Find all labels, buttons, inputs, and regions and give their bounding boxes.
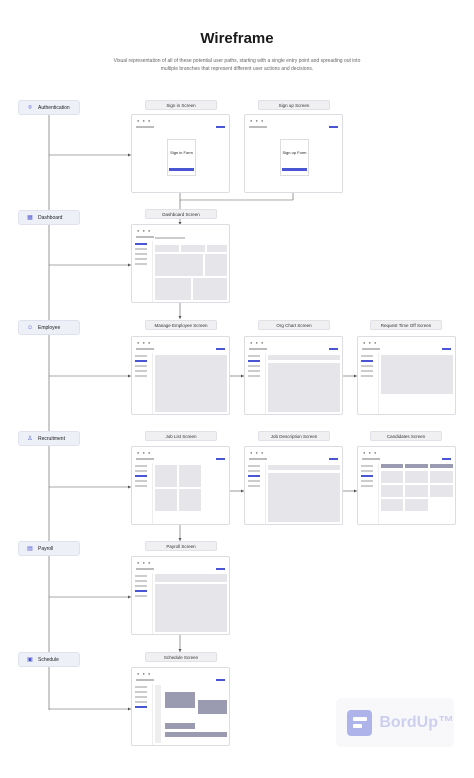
sign-up-form: Sign up Form	[280, 139, 309, 176]
page-title: Wireframe	[200, 30, 274, 47]
label-org-chart-screen: Org Chart Screen	[258, 320, 330, 330]
document-icon: ▤	[27, 545, 33, 552]
label-sign-in-screen: Sign in Screen	[145, 100, 217, 110]
job-description-screen: ● ● ●	[244, 446, 343, 525]
label-manage-employee-screen: Manage Employee Screen	[145, 320, 217, 330]
request-time-off-screen: ● ● ●	[357, 336, 456, 415]
section-authentication: ⌾Authentication	[18, 100, 80, 115]
dashboard-icon: ▦	[27, 214, 33, 221]
page-subtitle: Visual representation of all of these po…	[113, 58, 361, 72]
sign-up-screen: ● ● ● Sign up Form	[244, 114, 343, 193]
sign-in-screen: ● ● ● Sign in Form	[131, 114, 230, 193]
section-recruitment: ♙Recruitment	[18, 431, 80, 446]
manage-employee-screen: ● ● ●	[131, 336, 230, 415]
section-payroll: ▤Payroll	[18, 541, 80, 556]
users-icon: ☺	[27, 324, 34, 331]
org-chart-screen: ● ● ●	[244, 336, 343, 415]
label-payroll-screen: Payroll Screen	[145, 541, 217, 551]
schedule-screen: ● ● ●	[131, 667, 230, 746]
calendar-icon: ▣	[27, 656, 33, 663]
label-sign-up-screen: Sign up Screen	[258, 100, 330, 110]
payroll-screen: ● ● ●	[131, 556, 230, 635]
brand-watermark: BordUp™	[336, 698, 454, 747]
label-job-description-screen: Job Description Screen	[258, 431, 330, 441]
sign-in-form: Sign in Form	[167, 139, 196, 176]
label-candidates-screen: Candidates Screen	[370, 431, 442, 441]
fingerprint-icon: ⌾	[28, 104, 32, 111]
section-dashboard: ▦Dashboard	[18, 210, 80, 225]
job-list-screen: ● ● ●	[131, 446, 230, 525]
section-schedule: ▣Schedule	[18, 652, 80, 667]
user-add-icon: ♙	[27, 435, 33, 442]
section-employee: ☺Employee	[18, 320, 80, 335]
brand-logo-icon	[347, 709, 373, 736]
label-schedule-screen: Schedule Screen	[145, 652, 217, 662]
label-dashboard-screen: Dashboard Screen	[145, 209, 217, 219]
candidates-screen: ● ● ●	[357, 446, 456, 525]
dashboard-screen: ● ● ●	[131, 224, 230, 303]
label-job-list-screen: Job List Screen	[145, 431, 217, 441]
label-request-time-off-screen: Request Time Off Screen	[370, 320, 442, 330]
